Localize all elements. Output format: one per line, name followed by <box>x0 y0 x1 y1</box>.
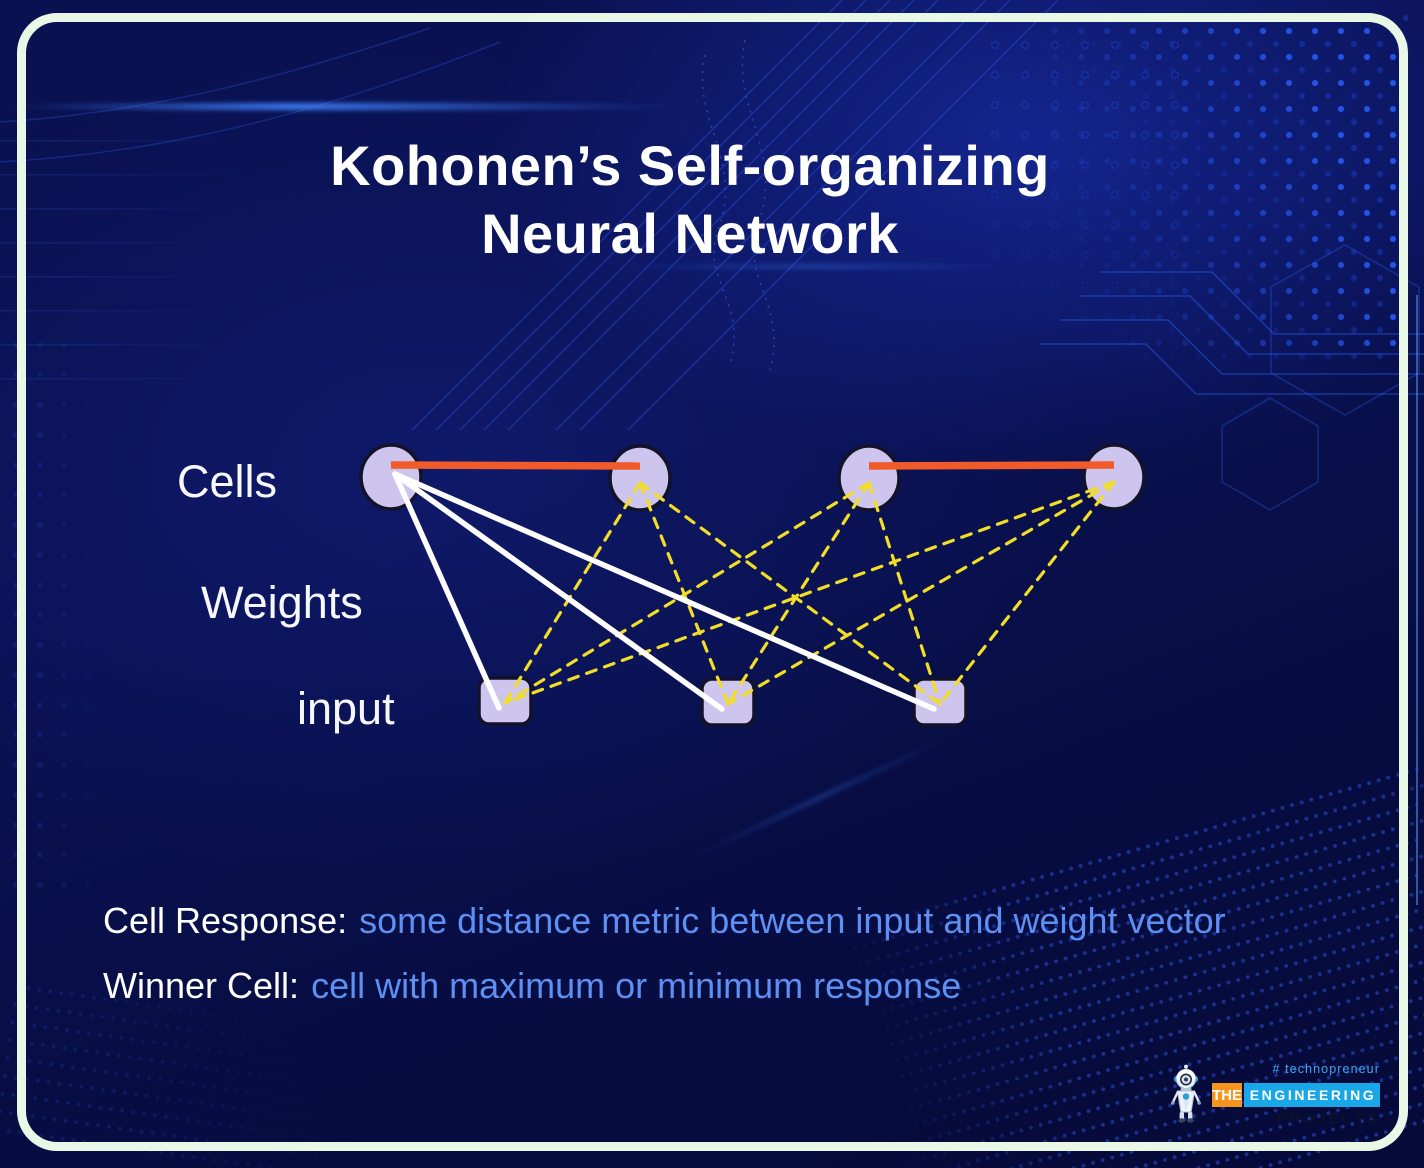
dot-grid-left <box>4 330 124 910</box>
cell-response-note: Cell Response: some distance metric betwe… <box>103 903 1226 939</box>
cell-node <box>1082 443 1146 511</box>
lateral-link <box>868 461 1115 470</box>
weight-link <box>938 480 1116 706</box>
brand-projects-label: PROJECTS <box>1276 1110 1380 1127</box>
input-node <box>912 677 968 727</box>
input-node <box>477 676 533 726</box>
winner-cell-label: Winner Cell: <box>103 965 300 1006</box>
winner-link <box>392 471 937 712</box>
weight-link <box>867 481 942 706</box>
brand-row: THE ENGINEERING <box>1212 1083 1380 1107</box>
title-line-1: Kohonen’s Self-organizing <box>330 134 1050 197</box>
robot-mascot-icon <box>1171 1064 1201 1123</box>
input-label: input <box>297 683 395 734</box>
cell-node <box>608 444 672 512</box>
notes-block: Cell Response: some distance metric betwe… <box>103 903 1226 1033</box>
page-title: Kohonen’s Self-organizing Neural Network <box>0 132 1424 269</box>
weights-label: Weights <box>201 577 363 628</box>
technopreneur-tagline: # technopreneur <box>1272 1062 1380 1076</box>
input-node <box>700 677 756 727</box>
cell-response-text: some distance metric between input and w… <box>359 900 1226 941</box>
weight-link <box>726 481 871 706</box>
winner-cell-note: Winner Cell: cell with maximum or minimum… <box>103 968 1226 1004</box>
winner-cell-text: cell with maximum or minimum response <box>311 965 962 1006</box>
cell-response-label: Cell Response: <box>103 900 348 941</box>
brand-engineering-badge: ENGINEERING <box>1244 1083 1380 1107</box>
glow-streak <box>0 103 690 110</box>
cell-node <box>837 444 901 512</box>
weight-link <box>503 481 642 705</box>
weight-link <box>726 480 1116 706</box>
winner-link <box>392 471 502 711</box>
cell-node <box>359 443 423 511</box>
weight-link <box>638 481 730 706</box>
title-line-2: Neural Network <box>481 202 899 266</box>
weight-link <box>503 480 1116 705</box>
brand-logo: # technopreneur THE ENGINEERING PROJECTS <box>1168 1062 1382 1128</box>
weight-link <box>503 481 871 705</box>
lateral-link <box>390 461 641 470</box>
winner-link <box>392 471 725 712</box>
weight-link <box>638 481 942 706</box>
brand-the-badge: THE <box>1212 1083 1242 1107</box>
glow-streak <box>673 727 967 868</box>
cells-label: Cells <box>177 456 278 507</box>
